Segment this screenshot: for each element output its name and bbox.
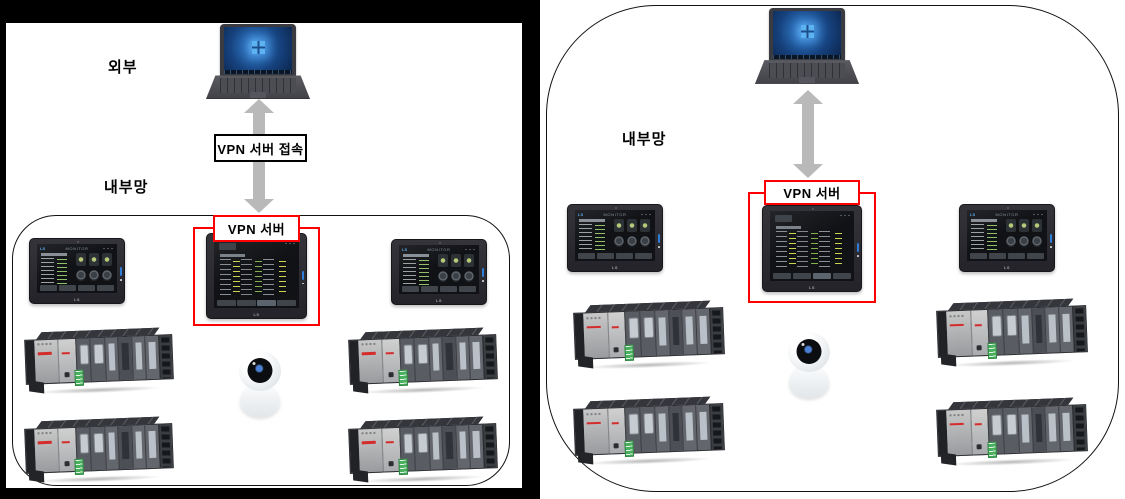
laptop-trackpad: [249, 91, 267, 98]
ip-camera: [783, 332, 835, 400]
laptop-display: [772, 11, 842, 59]
plc-rack: [936, 397, 1088, 468]
plc-rack: [348, 416, 498, 485]
arrow-down-icon: [793, 164, 823, 178]
status-values: [987, 225, 997, 252]
vpn-server-label-box-right: VPN 서버: [764, 180, 860, 205]
arrow-down-icon: [244, 199, 274, 213]
status-rows: [971, 224, 984, 251]
plc-rack: [24, 327, 174, 396]
plc-rack: [573, 300, 725, 371]
plc-rack: [936, 298, 1088, 369]
camera-head: [239, 351, 281, 391]
arrow-up-icon: [244, 99, 274, 113]
right-internal-zone-label: 내부망: [622, 131, 667, 148]
hmi-screen-title: MONITOR: [65, 246, 89, 251]
external-zone-label: 외부: [108, 59, 138, 76]
screen-nav-icons: [284, 241, 296, 245]
status-rows: [579, 224, 592, 251]
vpn-connection-arrow-right: [793, 90, 823, 178]
power-led: [301, 270, 304, 285]
status-values: [57, 259, 67, 286]
ip-camera: [234, 351, 286, 419]
laptop-keyboard-deck: [755, 60, 859, 84]
plc-rack: [24, 416, 174, 485]
camera-head: [788, 332, 830, 372]
laptop-keys: [219, 78, 297, 93]
laptop-trackpad: [798, 76, 816, 83]
hmi-screen-brand: LS: [970, 212, 976, 217]
power-led: [481, 268, 484, 282]
hmi-monitor: LS MONITOR LS: [29, 238, 125, 304]
hmi-bezel-brand: LS: [611, 264, 619, 270]
status-values: [595, 225, 605, 252]
hmi-bezel-brand: LS: [253, 311, 260, 317]
power-led: [856, 243, 859, 257]
screen-nav-icons: [464, 247, 476, 251]
arrow-up-icon: [793, 90, 823, 104]
laptop-display: [223, 27, 293, 75]
windows-logo-icon: [251, 41, 265, 55]
camera-lens-icon: [796, 339, 822, 364]
plc-rack: [348, 327, 498, 396]
vpn-server-hmi: LS: [762, 205, 862, 292]
hmi-bezel-brand: LS: [1003, 264, 1011, 270]
laptop-keyboard-deck: [206, 75, 310, 99]
windows-logo-icon: [800, 25, 814, 39]
power-led: [119, 267, 122, 281]
hmi-bezel-brand: LS: [73, 296, 81, 302]
hmi-monitor: LS MONITOR LS: [567, 204, 663, 272]
hmi-screen-title: MONITOR: [995, 212, 1019, 217]
vpn-server-highlight-frame-right: [748, 192, 876, 303]
hmi-bezel-brand: LS: [808, 284, 816, 290]
power-led: [1049, 234, 1052, 248]
hmi-monitor: LS MONITOR LS: [391, 239, 487, 305]
hmi-screen-title: MONITOR: [603, 212, 627, 217]
laptop-taskbar: [772, 54, 842, 59]
vpn-status-table: [776, 231, 848, 268]
external-laptop: [206, 24, 310, 102]
vpn-server-label-box-left: VPN 서버: [213, 215, 300, 242]
laptop-taskbar: [223, 70, 293, 75]
screen-nav-icons: [102, 246, 114, 250]
left-internal-zone-label: 내부망: [104, 179, 149, 196]
screen-nav-icons: [640, 212, 652, 216]
plc-rack: [573, 396, 725, 467]
power-led: [657, 234, 660, 248]
hmi-screen-brand: LS: [40, 246, 46, 251]
screen-nav-icons: [1032, 212, 1044, 216]
status-values: [419, 260, 429, 287]
screen-nav-icons: [839, 213, 851, 217]
hmi-screen-brand: LS: [578, 212, 584, 217]
status-rows: [403, 259, 416, 286]
status-rows: [41, 258, 54, 285]
hmi-screen-title: MONITOR: [427, 247, 451, 252]
laptop-keys: [768, 62, 846, 78]
right-internal-network-boundary: [546, 5, 1119, 492]
hmi-monitor: LS MONITOR LS: [959, 204, 1055, 272]
vpn-status-table: [220, 259, 293, 295]
hmi-screen-brand: LS: [402, 247, 408, 252]
laptop-screen: [768, 8, 846, 62]
laptop-screen: [219, 24, 297, 78]
hmi-bezel-brand: LS: [435, 297, 443, 303]
vpn-access-label-box: VPN 서버 접속: [214, 134, 307, 162]
camera-lens-icon: [247, 358, 273, 383]
internal-laptop: [755, 8, 859, 87]
